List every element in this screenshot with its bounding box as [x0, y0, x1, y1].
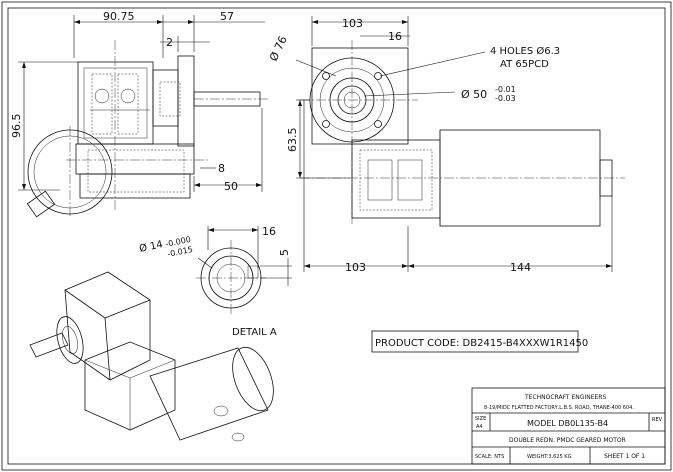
company-name: TECHNOCRAFT ENGINEERS — [524, 394, 606, 401]
dim-57: 57 — [220, 10, 234, 23]
dim-50: 50 — [224, 180, 238, 193]
dim-holes-line2: AT 65PCD — [500, 59, 549, 70]
dim-16-detail: 16 — [262, 225, 276, 238]
dim-90-75: 90.75 — [103, 10, 135, 23]
dim-8: 8 — [218, 162, 225, 175]
dim-103-bottom: 103 — [345, 261, 366, 274]
dim-2: 2 — [166, 36, 173, 49]
dim-103-top: 103 — [342, 17, 363, 30]
title-block: TECHNOCRAFT ENGINEERS 8-19/MIDC FLATTED … — [471, 387, 666, 465]
product-code: PRODUCT CODE: DB2415-B4XXXW1R1450 — [375, 338, 588, 349]
isometric-view — [29, 271, 274, 442]
dim-dia-14: Ø 14 — [138, 238, 164, 255]
scale: SCALE: NTS — [475, 454, 504, 460]
size-value: A4 — [476, 424, 483, 430]
dim-16-top: 16 — [388, 30, 402, 43]
weight: WEIGHT:3.625 KG — [527, 454, 572, 460]
product-code-box: PRODUCT CODE: DB2415-B4XXXW1R1450 — [371, 330, 588, 353]
product-description: DOUBLE REDN. PMDC GEARED MOTOR — [509, 437, 626, 444]
size-label: SIZE — [475, 416, 486, 422]
tol-50-upper: -0.01 — [495, 85, 516, 94]
tol-50-lower: -0.03 — [495, 94, 516, 103]
rev-label: REV — [652, 417, 663, 423]
sheet-number: SHEET 1 OF 1 — [604, 453, 645, 460]
dim-63-5: 63.5 — [286, 128, 299, 153]
detail-a-label: DETAIL A — [232, 327, 277, 338]
dim-dia-76: Ø 76 — [267, 34, 290, 63]
dim-144: 144 — [510, 261, 531, 274]
sheet-inner-border — [7, 7, 666, 465]
side-view: 103 16 Ø 76 4 HOLES Ø6.3 AT 65PCD Ø 50 -… — [267, 16, 625, 274]
company-address: 8-19/MIDC FLATTED FACTORY,L.B.S. ROAD, T… — [484, 405, 634, 411]
dim-holes-line1: 4 HOLES Ø6.3 — [490, 45, 560, 57]
front-view: 90.75 57 2 96.5 8 50 — [10, 10, 270, 218]
dim-96-5: 96.5 — [10, 114, 23, 139]
dim-5-detail: 5 — [278, 249, 291, 256]
detail-a-view: 16 5 Ø 14 -0.000 -0.015 DETAIL A — [138, 225, 292, 338]
dim-dia-50: Ø 50 — [461, 88, 487, 101]
model-number: MODEL DB0L135-B4 — [527, 419, 608, 428]
